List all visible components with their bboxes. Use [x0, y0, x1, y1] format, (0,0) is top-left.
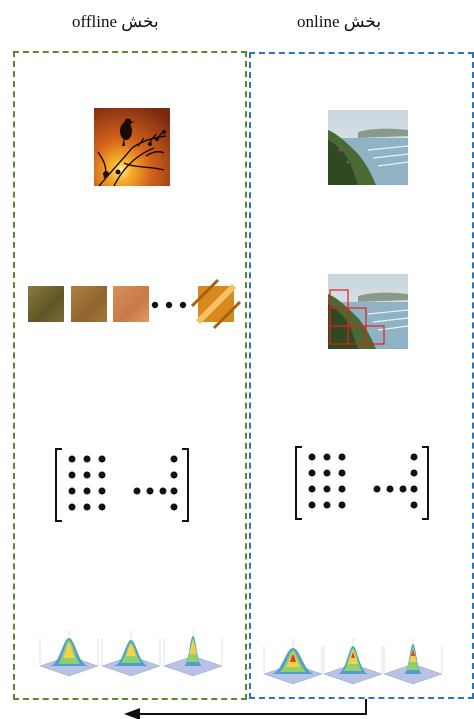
- feedback-arrow: [0, 0, 474, 719]
